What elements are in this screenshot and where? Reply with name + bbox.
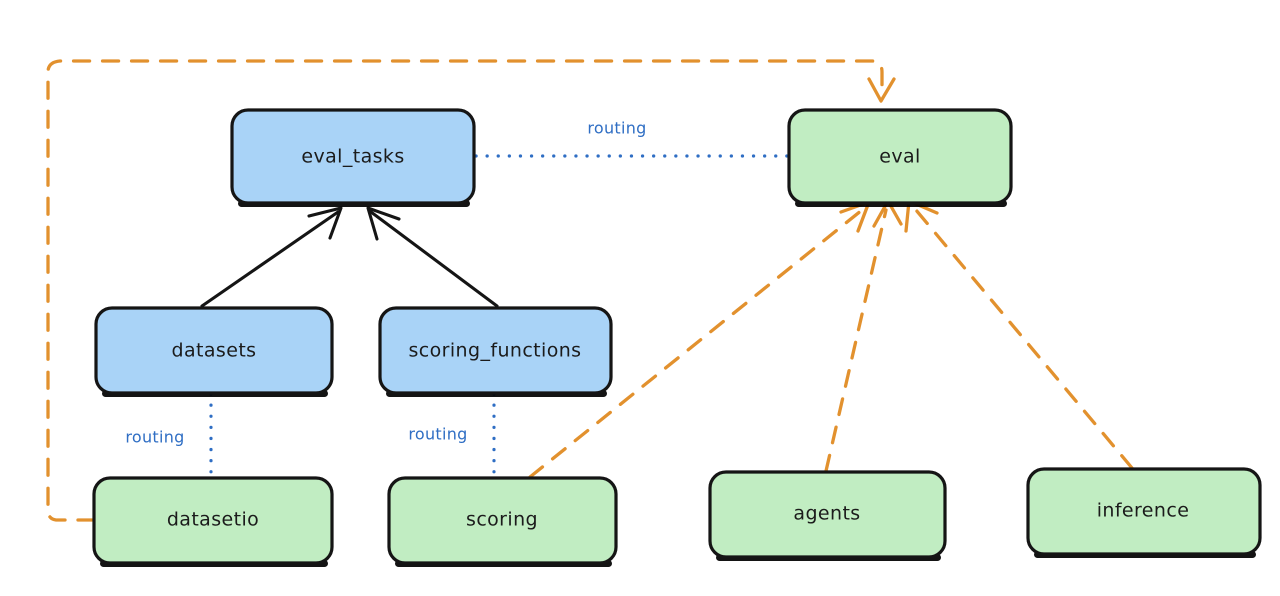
node-eval-tasks[interactable]: eval_tasks [230,108,476,207]
node-scoring[interactable]: scoring [387,476,618,567]
node-eval-tasks-label: eval_tasks [301,146,404,168]
node-datasets-label: datasets [172,340,257,362]
node-eval-box [787,108,1013,205]
edge-datasets-to-eval-tasks [200,206,343,308]
edge-scoring-functions-to-eval-tasks [366,206,499,308]
node-eval[interactable]: eval [787,108,1013,207]
node-scoring-functions-label: scoring_functions [409,340,582,362]
edge-datasetio-to-eval-arrowhead [867,77,896,103]
node-datasetio-label: datasetio [167,509,259,531]
node-eval-tasks-box [230,108,476,205]
edge-datasetio-to-eval-line [46,59,884,522]
edge-scoring-functions-to-eval-tasks-arrowhead [366,206,401,241]
node-agents-label: agents [793,503,860,525]
edge-inference-to-eval-line [914,208,1134,470]
node-datasetio-box [92,476,334,565]
edge-scoring-functions-to-eval-tasks-line [369,210,499,308]
node-inference[interactable]: inference [1026,467,1262,558]
node-inference-box [1026,467,1262,556]
node-scoring-functions[interactable]: scoring_functions [378,306,613,397]
edge-datasetio-to-eval [46,59,896,522]
edge-label-eval-routing: routing [587,119,646,138]
node-agents[interactable]: agents [708,470,947,561]
edge-datasets-to-eval-tasks-line [200,210,340,308]
edge-inference-to-eval [904,199,1134,470]
node-scoring-box [387,476,618,565]
node-datasets[interactable]: datasets [94,306,334,397]
edge-label-scoring-routing: routing [408,425,467,444]
edge-scoring-to-eval-line [528,208,864,479]
edge-agents-to-eval [824,199,903,473]
node-inference-label: inference [1097,500,1190,522]
node-scoring-functions-box [378,306,613,395]
node-scoring-label: scoring [466,509,538,531]
node-datasetio[interactable]: datasetio [92,476,334,567]
node-agents-box [708,470,947,559]
edge-datasets-to-eval-tasks-arrowhead [307,206,343,240]
node-datasets-box [94,306,334,395]
edge-label-datasetio-routing: routing [125,428,184,447]
edge-agents-to-eval-line [824,208,888,473]
node-eval-label: eval [879,146,920,168]
